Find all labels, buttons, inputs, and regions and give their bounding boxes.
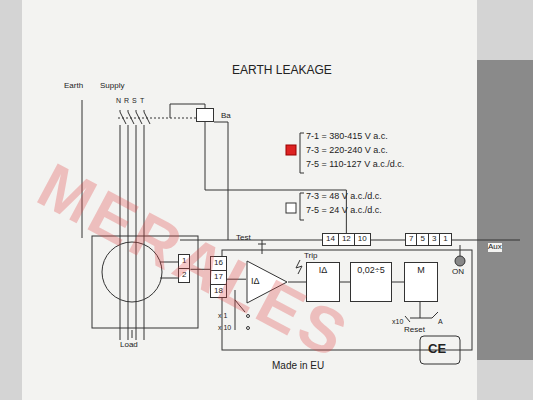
function-box: 0,02÷5 [350,262,392,302]
wire-connector [340,282,350,283]
text-label: S [132,97,137,105]
terminal-number: 14 [323,234,339,245]
text-label: Reset [404,326,425,335]
text-label: ON [452,268,464,277]
text-label: 7-3 = 220-240 V a.c. [306,146,388,156]
box-text: 0,02÷5 [354,265,388,275]
terminal-block: 141210 [322,233,371,246]
text-label: Supply [100,82,124,91]
terminal-number: 5 [417,234,428,245]
terminal-number: 12 [339,234,355,245]
text-label: x10 [392,318,403,326]
text-label: Earth [64,82,83,91]
relay-coil: Ba [196,108,214,122]
terminal-number: 10 [355,234,370,245]
text-label: CE [428,342,446,356]
box-text: IΔ [310,265,336,275]
terminal-block: 7531 [405,233,452,246]
text-label: 7-1 = 380-415 V a.c. [306,132,388,142]
text-label: N [116,97,121,105]
text-label: Trip [304,252,317,261]
text-label: Load [120,341,138,350]
text-label: R [124,97,129,105]
terminal-number: 7 [406,234,417,245]
box-text: M [408,265,434,275]
function-box: M [404,262,438,302]
text-label: Test [236,234,251,243]
terminal-number: 1 [440,234,450,245]
text-label: 7-3 = 48 V a.c./d.c. [306,192,382,202]
terminal-number: 3 [429,234,440,245]
text-label: x 10 [218,324,231,332]
text-label: A [438,318,443,326]
wire-connector [392,282,404,283]
text-label: Aux [488,243,502,252]
text-label: T [140,97,144,105]
text-label: 7-5 = 24 V a.c./d.c. [306,206,382,216]
text-label: 7-5 = 110-127 V a.c./d.c. [306,160,404,170]
panel-title: EARTH LEAKAGE [232,64,332,77]
relay-name: Ba [221,111,231,120]
